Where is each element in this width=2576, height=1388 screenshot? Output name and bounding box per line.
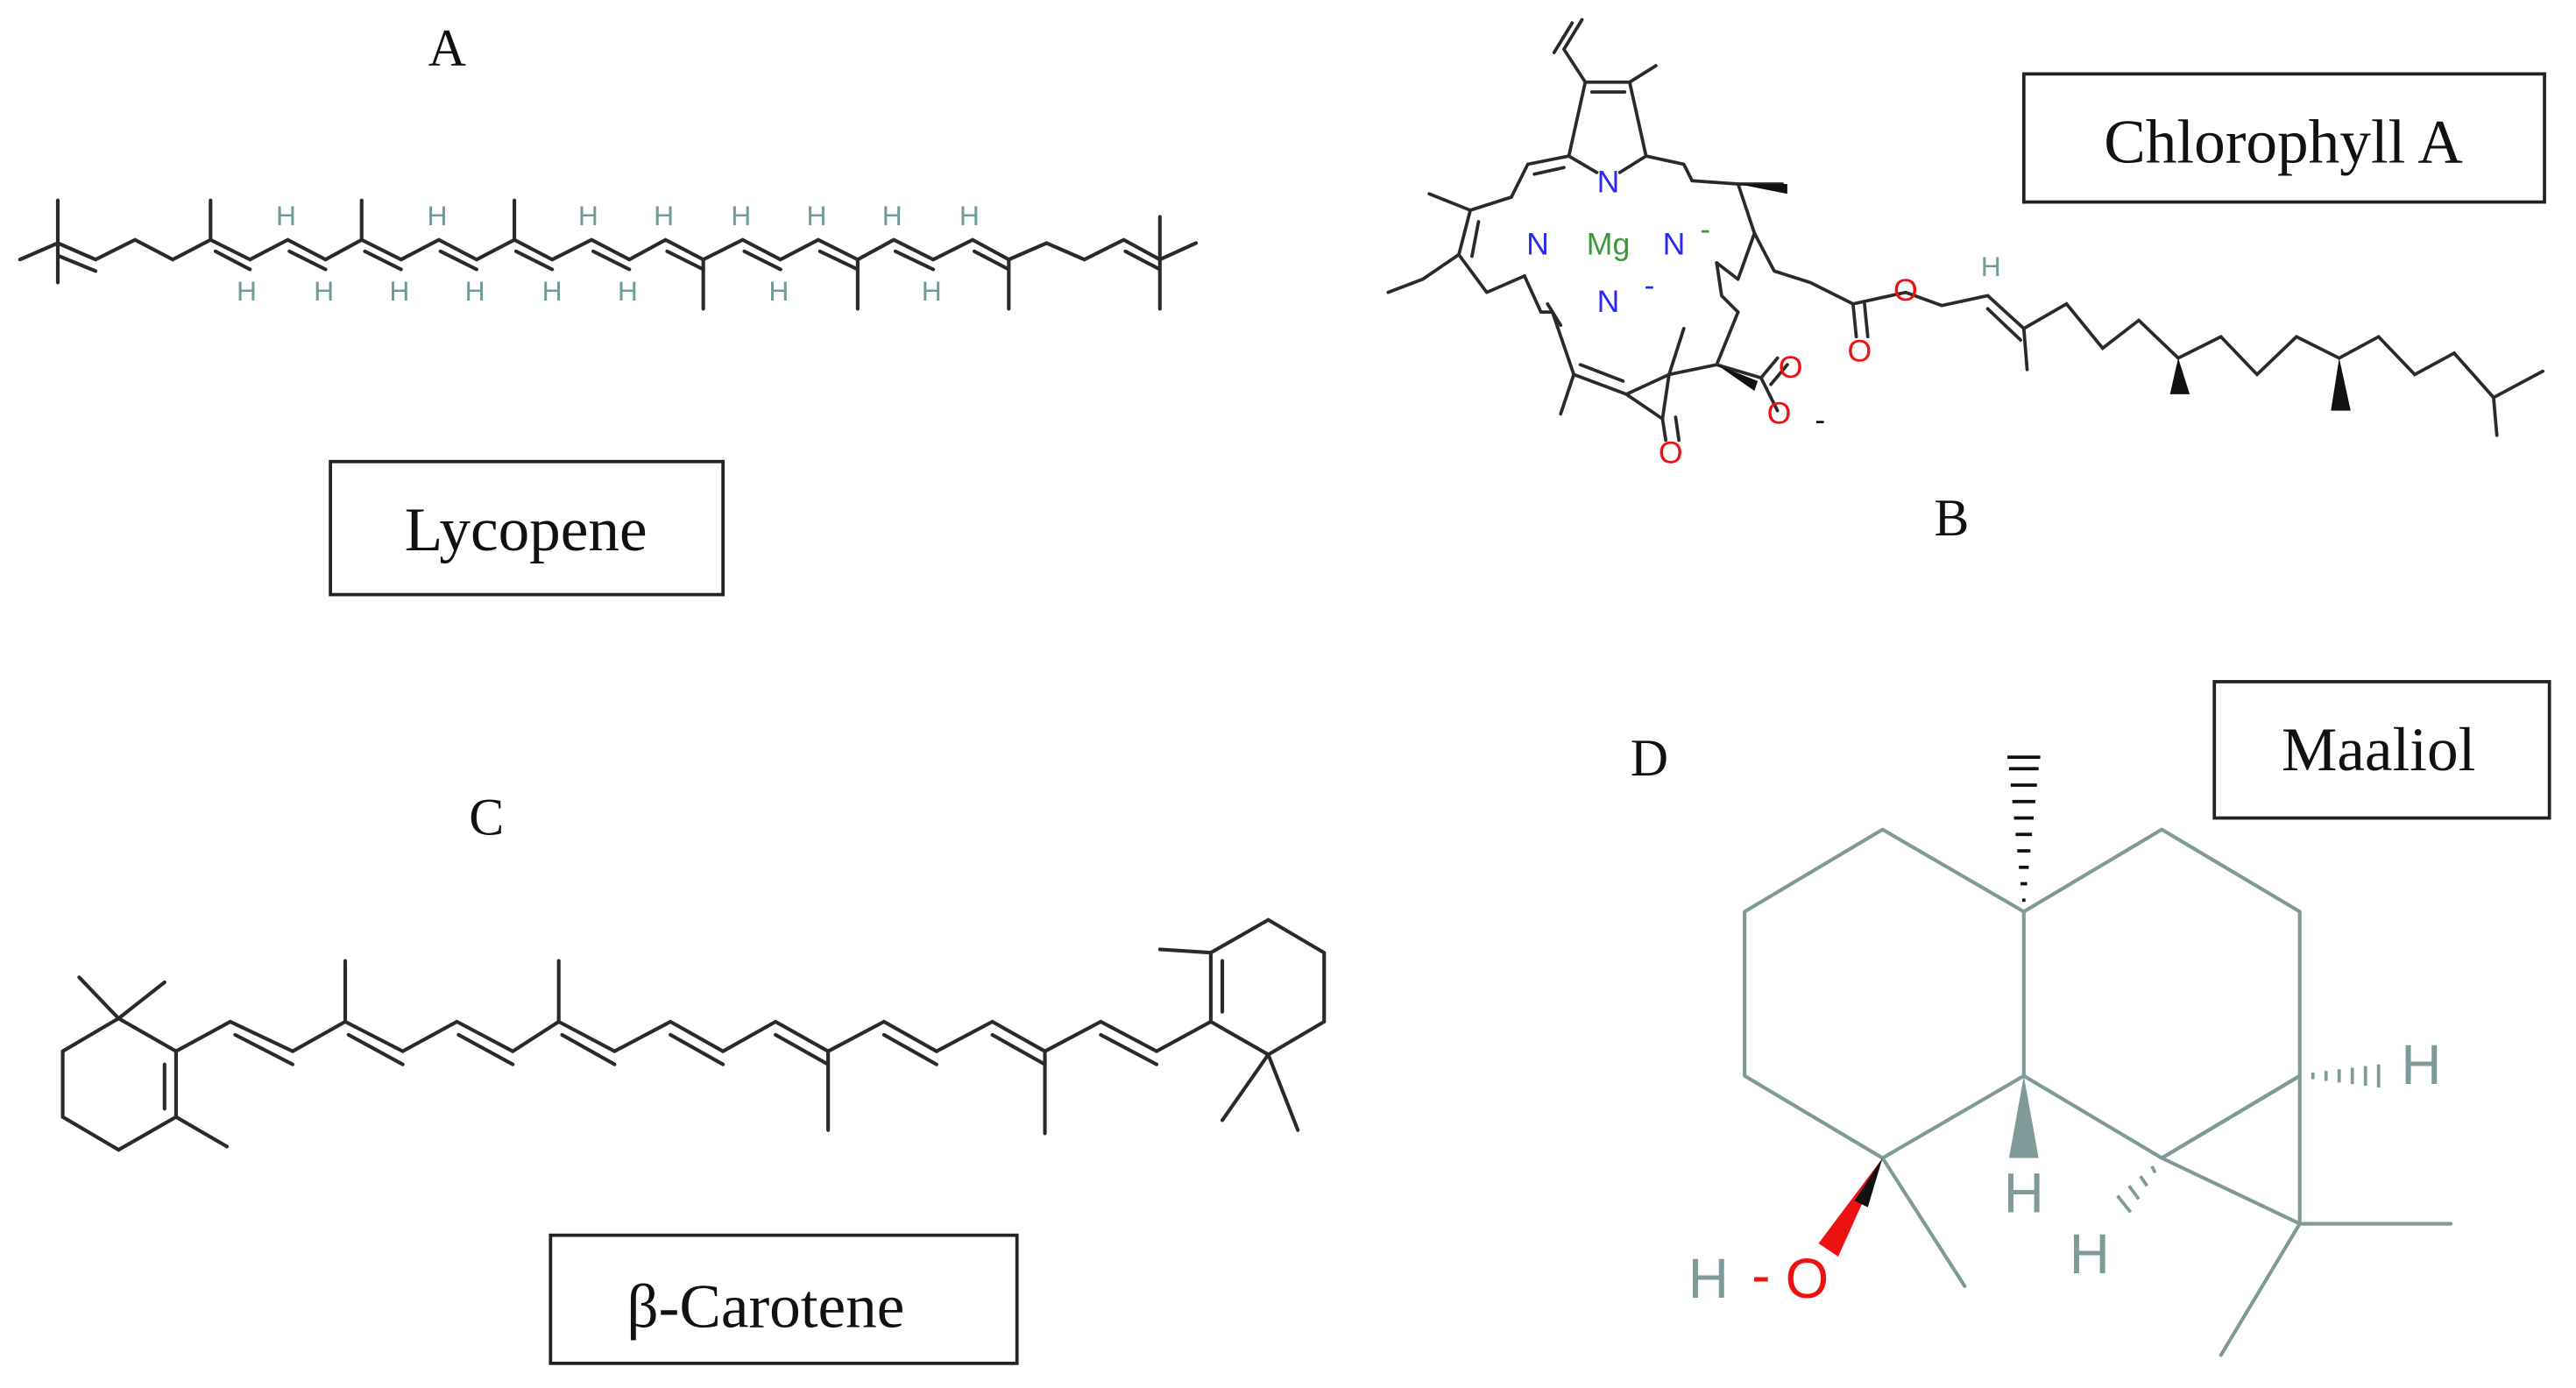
negative-charge: - xyxy=(1815,402,1825,437)
chlorin-atoms: N N N N Mg - - O O O - O O xyxy=(1526,164,1918,470)
oxygen-atom-label: O xyxy=(1659,436,1683,471)
wedge-bond xyxy=(1854,1158,1883,1207)
negative-charge: - xyxy=(1644,267,1654,302)
maaliol-atoms: H H H H - O xyxy=(1688,1033,2442,1310)
panel-a-letter: A xyxy=(428,19,466,77)
panel-c-letter: C xyxy=(469,788,504,846)
h-label: H xyxy=(654,200,674,231)
wedge-bond xyxy=(2169,358,2190,394)
panel-b-chlorophyll: Chlorophyll A B xyxy=(1386,18,2546,547)
wedge-bond xyxy=(2008,1075,2039,1158)
lycopene-name: Lycopene xyxy=(405,496,648,564)
maaliol-name-box xyxy=(2212,680,2551,820)
wedge-bond xyxy=(2331,358,2351,411)
beta-carotene-name-box xyxy=(548,1233,1019,1365)
h-label: H xyxy=(237,275,257,307)
panel-b-letter: B xyxy=(1934,489,1969,547)
phytyl-tail-bonds xyxy=(1940,294,2545,437)
h-label: H xyxy=(314,275,334,307)
h-label: H xyxy=(2004,1161,2044,1224)
lycopene-name-box xyxy=(329,459,725,597)
h-label: H xyxy=(806,200,826,231)
bond-dash: - xyxy=(1752,1243,1770,1307)
h-label: H xyxy=(2070,1222,2110,1285)
panel-d-letter: D xyxy=(1631,729,1668,787)
h-label: H xyxy=(542,275,563,307)
h-label: H xyxy=(276,200,296,231)
panel-a-lycopene: A H H xyxy=(18,19,1199,597)
h-label: H xyxy=(578,200,598,231)
h-label: H xyxy=(2401,1033,2441,1096)
panel-d-maaliol: D Maaliol xyxy=(1631,680,2551,1357)
oxygen-atom-label: O xyxy=(1893,273,1918,308)
hashed-bond xyxy=(2007,755,2041,903)
chlorophyll-name: Chlorophyll A xyxy=(2104,109,2463,177)
h-label: H xyxy=(465,275,485,307)
beta-carotene-skeleton xyxy=(60,917,1327,1152)
h-label: H xyxy=(618,275,638,307)
h-label: H xyxy=(731,200,751,231)
lycopene-skeleton xyxy=(18,198,1199,311)
oxygen-atom-label: O xyxy=(1847,333,1872,368)
panel-c-beta-carotene: C xyxy=(60,788,1327,1365)
lycopene-hydrogens: H H H H H H H H H H H H H H H H xyxy=(237,200,980,307)
h-label: H xyxy=(922,275,942,307)
nitrogen-atom-label: N xyxy=(1526,227,1549,262)
wedge-bond xyxy=(1716,365,1759,392)
beta-carotene-name: β-Carotene xyxy=(626,1273,904,1342)
h-label: H xyxy=(389,275,409,307)
hydroxyl-h-label: H xyxy=(1688,1247,1729,1310)
h-label: H xyxy=(427,200,447,231)
oxygen-atom-label: O xyxy=(1786,1247,1829,1310)
h-label: H xyxy=(768,275,789,307)
nitrogen-atom-label: N xyxy=(1597,284,1620,319)
hashed-bond xyxy=(2311,1064,2381,1087)
chlorophyll-name-box xyxy=(2021,72,2546,204)
h-label: H xyxy=(1981,251,2001,282)
nitrogen-atom-label: N xyxy=(1663,227,1686,262)
nitrogen-atom-label: N xyxy=(1597,164,1620,199)
oxygen-atom-label: O xyxy=(1767,396,1792,431)
h-label: H xyxy=(882,200,902,231)
h-label: H xyxy=(959,200,980,231)
maaliol-name: Maaliol xyxy=(2282,716,2476,784)
oxygen-atom-label: O xyxy=(1779,350,1803,385)
hashed-bond xyxy=(2116,1165,2157,1214)
negative-charge: - xyxy=(1700,212,1710,247)
magnesium-atom-label: Mg xyxy=(1587,227,1630,262)
